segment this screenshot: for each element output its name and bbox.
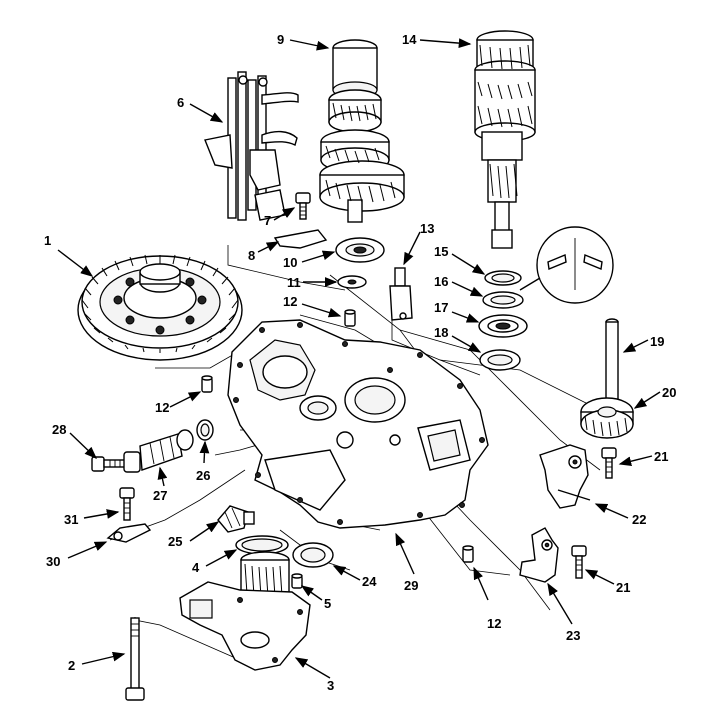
part-18-oil-seal bbox=[479, 349, 521, 371]
callout-3: 3 bbox=[327, 678, 334, 693]
part-29-transmission-housing bbox=[227, 319, 489, 529]
callout-28: 28 bbox=[52, 422, 66, 437]
callout-31: 31 bbox=[64, 512, 78, 527]
callout-12-left: 12 bbox=[155, 400, 169, 415]
part-3-gear-housing bbox=[179, 551, 311, 671]
callout-27: 27 bbox=[153, 488, 167, 503]
part-31-bolt bbox=[119, 487, 135, 521]
callout-6: 6 bbox=[177, 95, 184, 110]
callout-16: 16 bbox=[434, 274, 448, 289]
callout-23: 23 bbox=[566, 628, 580, 643]
callout-21-lower: 21 bbox=[616, 580, 630, 595]
part-21-bolt-upper bbox=[601, 447, 617, 479]
callout-8: 8 bbox=[248, 248, 255, 263]
callout-10: 10 bbox=[283, 255, 297, 270]
callout-labels: 1 2 3 4 5 6 7 8 9 10 11 12 12 12 13 14 1… bbox=[44, 32, 676, 693]
callout-26: 26 bbox=[196, 468, 210, 483]
part-30-bracket bbox=[106, 523, 152, 543]
part-27-shift-arm-holder bbox=[123, 429, 194, 473]
part-23-bracket bbox=[519, 527, 559, 583]
part-8-lock-plate bbox=[273, 229, 328, 249]
callout-12-bottom: 12 bbox=[487, 616, 501, 631]
part-16-spring-washer bbox=[482, 291, 524, 309]
part-21-bolt-lower bbox=[571, 545, 587, 579]
callout-24: 24 bbox=[362, 574, 377, 589]
part-12-dowel-pin bbox=[344, 309, 356, 327]
callout-30: 30 bbox=[46, 554, 60, 569]
callout-12-top: 12 bbox=[283, 294, 297, 309]
callout-13: 13 bbox=[420, 221, 434, 236]
callout-20: 20 bbox=[662, 385, 676, 400]
part-11-washer bbox=[337, 275, 367, 289]
part-26-o-ring bbox=[196, 419, 214, 441]
callout-1: 1 bbox=[44, 233, 51, 248]
callout-18: 18 bbox=[434, 325, 448, 340]
callout-2: 2 bbox=[68, 658, 75, 673]
callout-11: 11 bbox=[287, 275, 301, 290]
part-17-bearing bbox=[478, 314, 528, 338]
callout-19: 19 bbox=[650, 334, 664, 349]
callout-15: 15 bbox=[434, 244, 448, 259]
part-20-reverse-idler-gear bbox=[580, 397, 634, 439]
part-12-dowel-pin-left bbox=[201, 375, 213, 393]
part-12-dowel-pin-lower bbox=[462, 545, 474, 563]
washer-detail-inset bbox=[519, 226, 614, 304]
callout-5: 5 bbox=[324, 596, 331, 611]
callout-22: 22 bbox=[632, 512, 646, 527]
part-4-snap-ring bbox=[235, 535, 289, 555]
part-9-countershaft bbox=[319, 39, 405, 223]
part-5-dowel-pin bbox=[291, 573, 303, 589]
callout-14: 14 bbox=[402, 32, 417, 47]
part-13-sensor bbox=[389, 267, 413, 321]
part-19-idler-shaft bbox=[605, 318, 619, 406]
part-15-shim bbox=[484, 270, 522, 286]
part-6-shift-fork-assembly bbox=[204, 71, 299, 221]
callout-29: 29 bbox=[404, 578, 418, 593]
callout-25: 25 bbox=[168, 534, 182, 549]
callout-9: 9 bbox=[277, 32, 284, 47]
callout-17: 17 bbox=[434, 300, 448, 315]
callout-21-upper: 21 bbox=[654, 449, 668, 464]
part-22-idler-bracket bbox=[539, 444, 591, 509]
part-2-long-bolt bbox=[125, 617, 145, 701]
part-10-bearing bbox=[335, 237, 385, 263]
part-7-bolt bbox=[295, 192, 311, 220]
callout-7: 7 bbox=[264, 213, 271, 228]
part-1-differential bbox=[77, 254, 243, 361]
leader-arrows bbox=[57, 38, 661, 679]
part-28-bolt bbox=[91, 456, 129, 472]
part-25-switch bbox=[217, 505, 255, 533]
part-14-mainshaft bbox=[474, 30, 536, 249]
callout-4: 4 bbox=[192, 560, 200, 575]
part-24-oil-seal bbox=[292, 542, 334, 568]
